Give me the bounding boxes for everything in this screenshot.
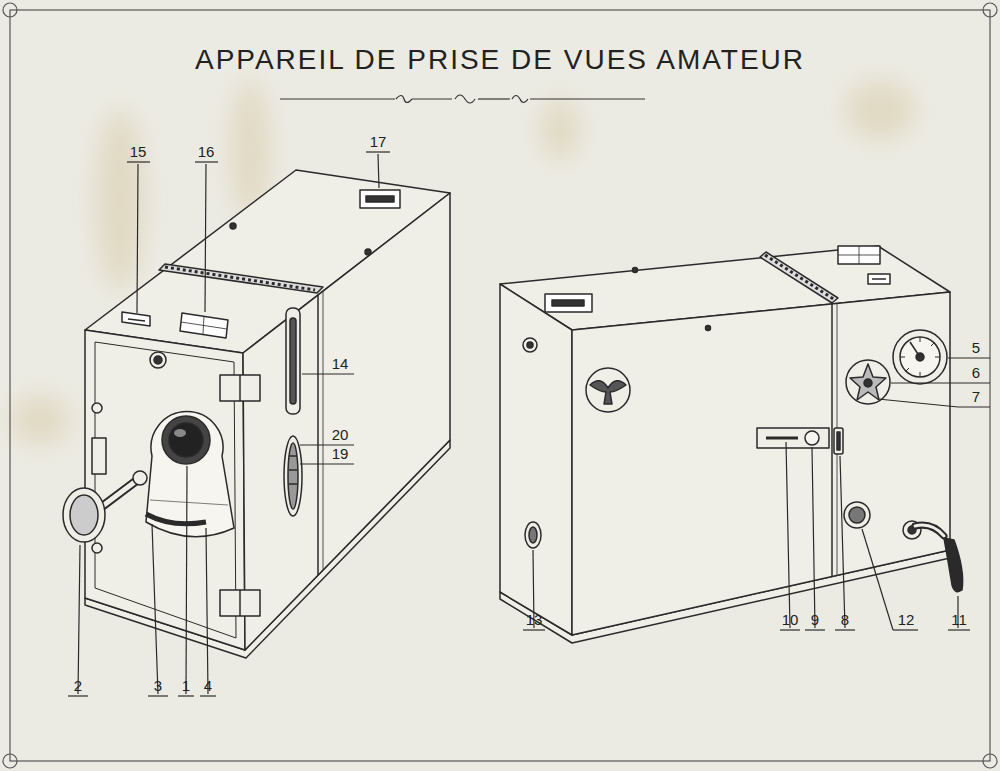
diagram-title: APPAREIL DE PRISE DE VUES AMATEUR (195, 44, 805, 76)
callout-number: 20 (332, 427, 349, 443)
callout-number: 17 (370, 134, 387, 150)
callout-number: 8 (841, 612, 849, 628)
callout-number: 12 (898, 612, 915, 628)
callout-number: 15 (130, 144, 147, 160)
callout-number: 9 (811, 612, 819, 628)
callout-number: 14 (332, 356, 349, 372)
leader-lines (68, 152, 990, 696)
callout-number: 1 (182, 678, 190, 694)
callout-number: 4 (204, 678, 212, 694)
callout-number: 19 (332, 446, 349, 462)
callout-number: 16 (198, 144, 215, 160)
callout-number: 10 (782, 612, 799, 628)
callout-number: 7 (972, 389, 980, 405)
callout-number: 6 (972, 365, 980, 381)
callout-number: 5 (972, 340, 980, 356)
callout-number: 2 (74, 678, 82, 694)
callout-number: 13 (526, 612, 543, 628)
callout-number: 3 (154, 678, 162, 694)
callout-number: 11 (951, 612, 967, 628)
